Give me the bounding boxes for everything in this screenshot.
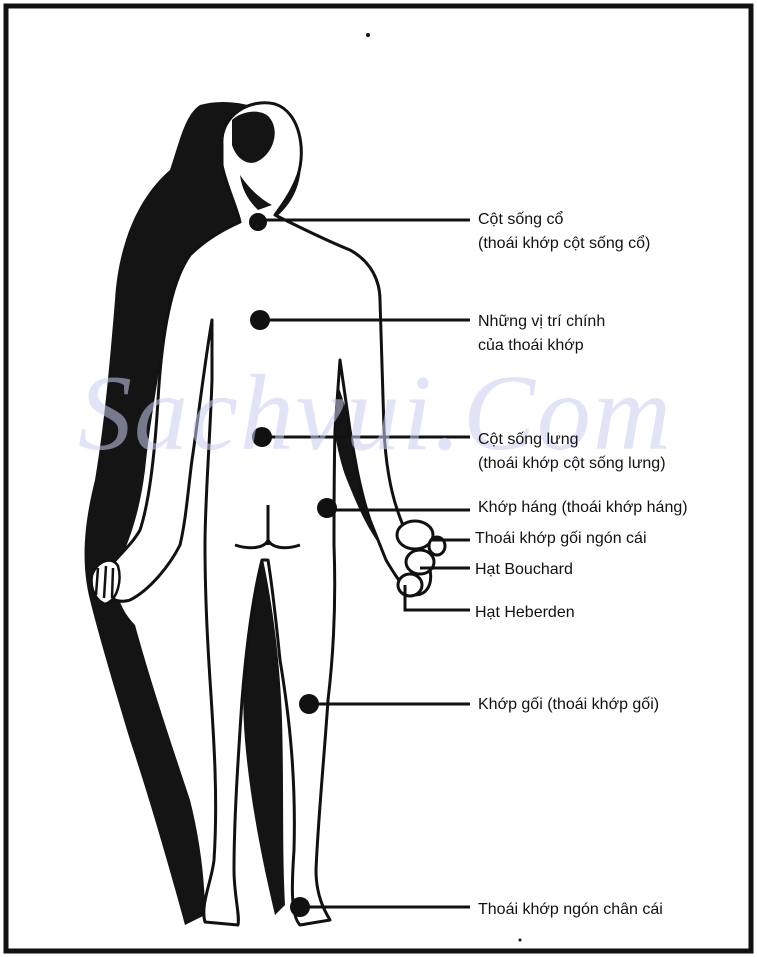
- label-cervical-spine: Cột sống cổ: [478, 208, 563, 232]
- label-bouchard: Hạt Bouchard: [475, 558, 573, 582]
- label-heberden: Hạt Heberden: [475, 601, 575, 625]
- label-big-toe: Thoái khớp ngón chân cái: [478, 898, 663, 922]
- label-lumbar-spine: Cột sống lưng: [478, 428, 579, 452]
- label-hip: Khớp háng (thoái khớp háng): [478, 496, 688, 520]
- label-lumbar-spine-sub: (thoái khớp cột sống lưng): [478, 452, 666, 476]
- label-main-sites: Những vị trí chính: [478, 310, 605, 334]
- left-hand: [92, 560, 120, 604]
- label-thumb-base: Thoái khớp gối ngón cái: [475, 527, 647, 551]
- speck: [366, 33, 370, 37]
- joint-dot-cervical: [249, 213, 267, 231]
- label-cervical-spine-sub: (thoái khớp cột sống cổ): [478, 232, 650, 256]
- label-knee: Khớp gối (thoái khớp gối): [478, 693, 659, 717]
- label-main-sites-sub: của thoái khớp: [478, 334, 584, 358]
- speck: [519, 939, 522, 942]
- joint-dot-hip: [317, 498, 337, 518]
